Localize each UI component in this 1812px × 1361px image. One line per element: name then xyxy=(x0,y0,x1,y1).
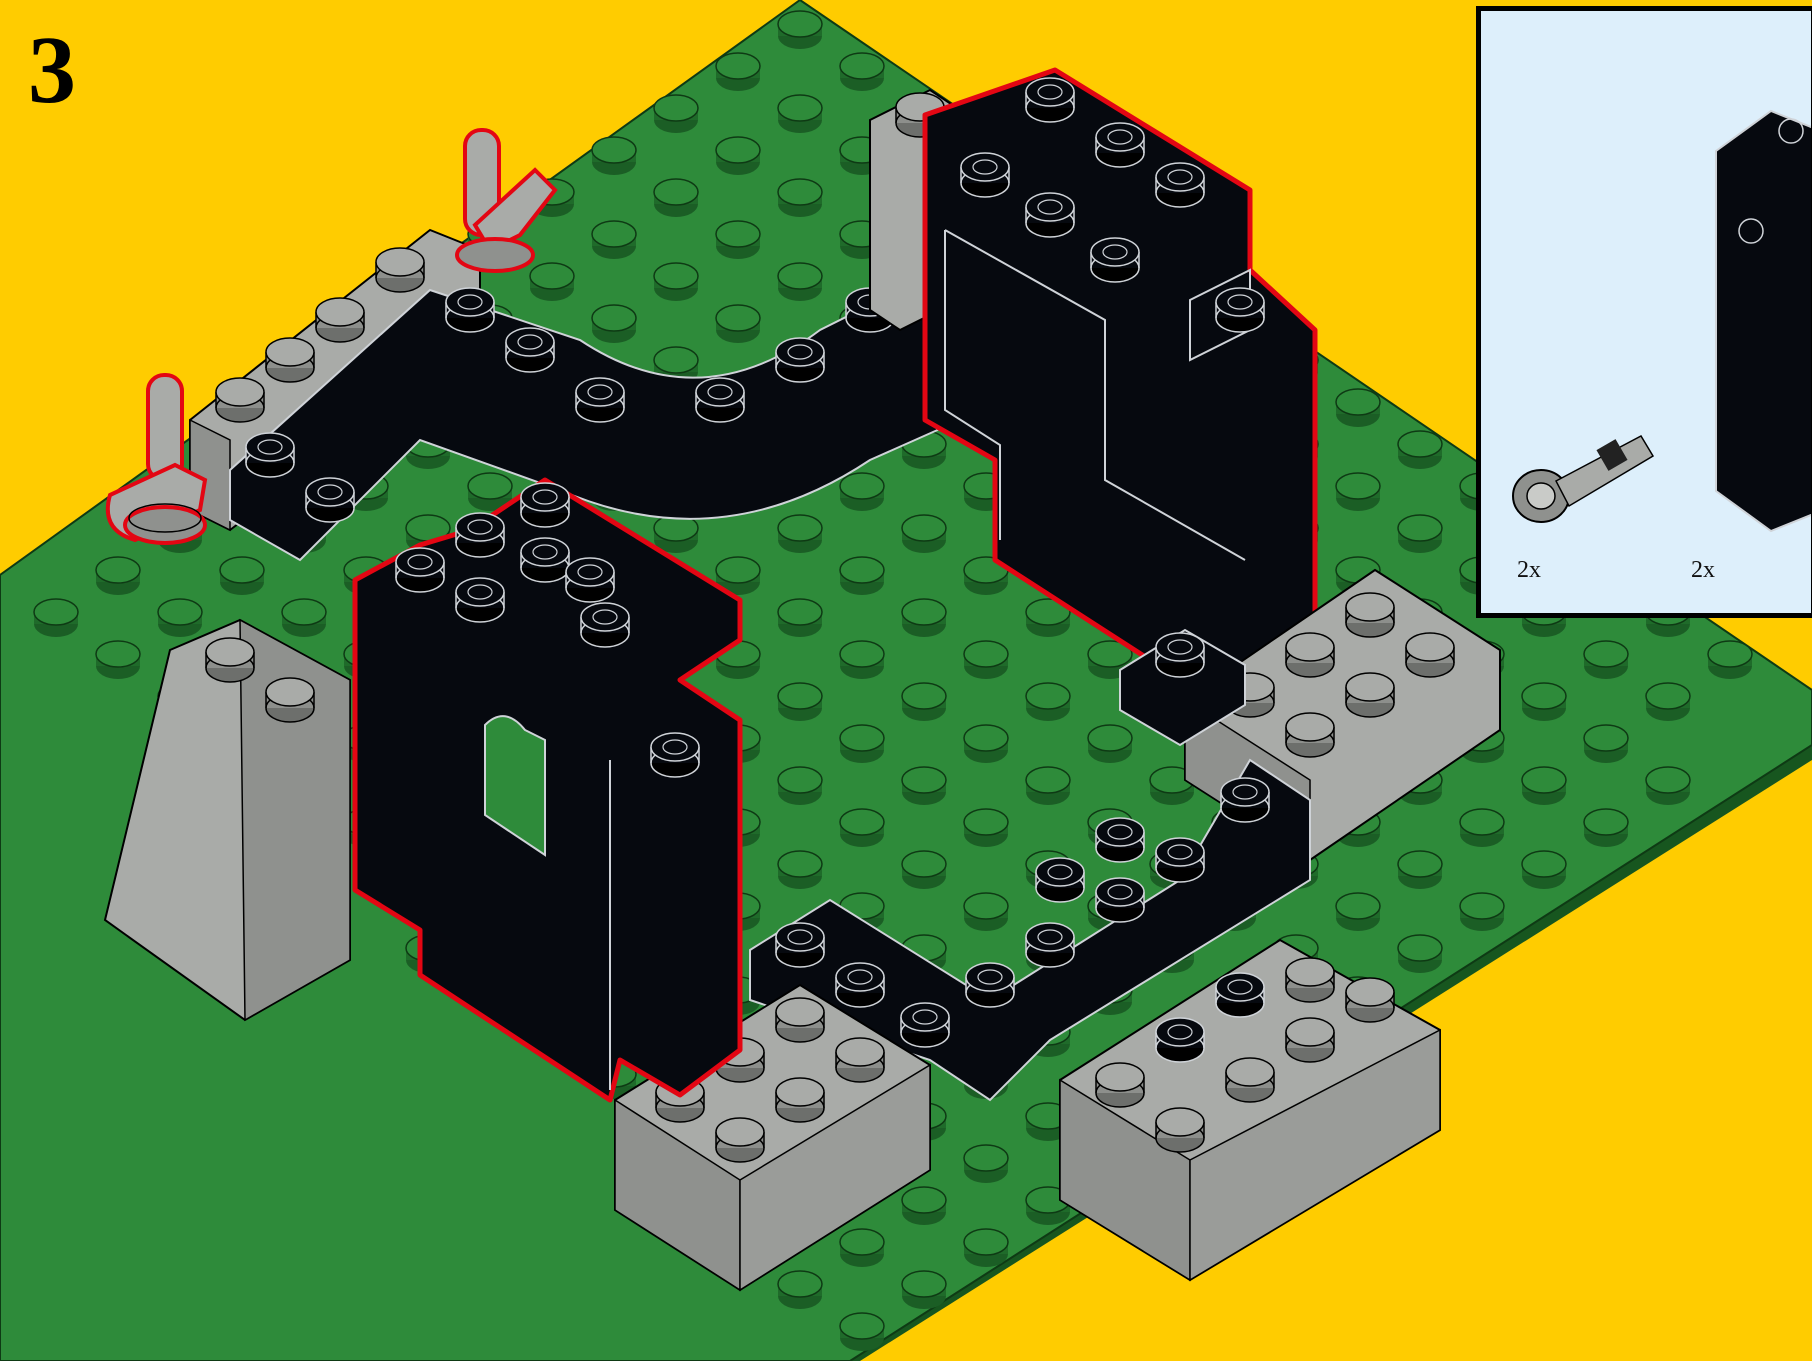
baseplate-stud xyxy=(778,599,822,637)
baseplate-stud xyxy=(778,1271,822,1309)
baseplate-stud xyxy=(902,599,946,637)
baseplate-stud xyxy=(716,221,760,259)
baseplate-stud xyxy=(592,305,636,343)
baseplate-stud xyxy=(96,557,140,595)
step-number: 3 xyxy=(28,22,76,118)
baseplate-stud xyxy=(1584,725,1628,763)
baseplate-stud xyxy=(778,851,822,889)
parts-list-art xyxy=(1481,11,1812,618)
baseplate-stud xyxy=(282,599,326,637)
baseplate-stud xyxy=(840,1229,884,1267)
baseplate-stud xyxy=(1460,893,1504,931)
baseplate-stud xyxy=(902,851,946,889)
baseplate-stud xyxy=(1088,725,1132,763)
baseplate-stud xyxy=(840,1313,884,1351)
baseplate-stud xyxy=(778,515,822,553)
baseplate-stud xyxy=(840,809,884,847)
baseplate-stud xyxy=(1646,767,1690,805)
baseplate-stud xyxy=(902,515,946,553)
baseplate-stud xyxy=(840,557,884,595)
baseplate-stud xyxy=(964,641,1008,679)
baseplate-stud xyxy=(1646,683,1690,721)
baseplate-stud xyxy=(716,305,760,343)
baseplate-stud xyxy=(220,557,264,595)
baseplate-stud xyxy=(1398,935,1442,973)
baseplate-stud xyxy=(840,641,884,679)
part-quantity-hinge: 2x xyxy=(1517,557,1541,584)
baseplate-stud xyxy=(1336,389,1380,427)
baseplate-stud xyxy=(654,179,698,217)
baseplate-stud xyxy=(902,683,946,721)
baseplate-stud xyxy=(34,599,78,637)
baseplate-stud xyxy=(1522,683,1566,721)
baseplate-stud xyxy=(1398,431,1442,469)
black-wall-panel-icon xyxy=(1716,111,1812,531)
baseplate-stud xyxy=(654,95,698,133)
baseplate-stud xyxy=(964,1229,1008,1267)
baseplate-stud xyxy=(964,725,1008,763)
baseplate-stud xyxy=(1398,851,1442,889)
baseplate-stud xyxy=(1522,851,1566,889)
baseplate-stud xyxy=(902,1271,946,1309)
baseplate-stud xyxy=(716,137,760,175)
baseplate-stud xyxy=(902,767,946,805)
baseplate-stud xyxy=(778,263,822,301)
baseplate-stud xyxy=(778,179,822,217)
baseplate-stud xyxy=(1584,641,1628,679)
baseplate-stud xyxy=(1584,809,1628,847)
baseplate-stud xyxy=(716,53,760,91)
baseplate-stud xyxy=(964,1145,1008,1183)
hinge-pin-icon xyxy=(1513,436,1653,522)
baseplate-stud xyxy=(840,53,884,91)
baseplate-stud xyxy=(654,263,698,301)
baseplate-stud xyxy=(964,893,1008,931)
baseplate-stud xyxy=(1336,473,1380,511)
baseplate-stud xyxy=(1026,767,1070,805)
baseplate-stud xyxy=(1336,893,1380,931)
baseplate-stud xyxy=(1522,767,1566,805)
baseplate-stud xyxy=(1708,641,1752,679)
baseplate-stud xyxy=(778,683,822,721)
baseplate-stud xyxy=(96,641,140,679)
baseplate-stud xyxy=(840,725,884,763)
baseplate-stud xyxy=(964,809,1008,847)
baseplate-stud xyxy=(1026,683,1070,721)
baseplate-stud xyxy=(1398,515,1442,553)
baseplate-stud xyxy=(902,1187,946,1225)
baseplate-stud xyxy=(778,767,822,805)
baseplate-stud xyxy=(530,263,574,301)
part-quantity-wall-panel: 2x xyxy=(1691,557,1715,584)
parts-list-panel: 2x 2x xyxy=(1476,6,1812,618)
baseplate-stud xyxy=(778,95,822,133)
baseplate-stud xyxy=(840,473,884,511)
baseplate-stud xyxy=(1460,809,1504,847)
baseplate-stud xyxy=(654,515,698,553)
baseplate-stud xyxy=(592,221,636,259)
baseplate-stud xyxy=(158,599,202,637)
baseplate-stud xyxy=(778,11,822,49)
baseplate-stud xyxy=(592,137,636,175)
